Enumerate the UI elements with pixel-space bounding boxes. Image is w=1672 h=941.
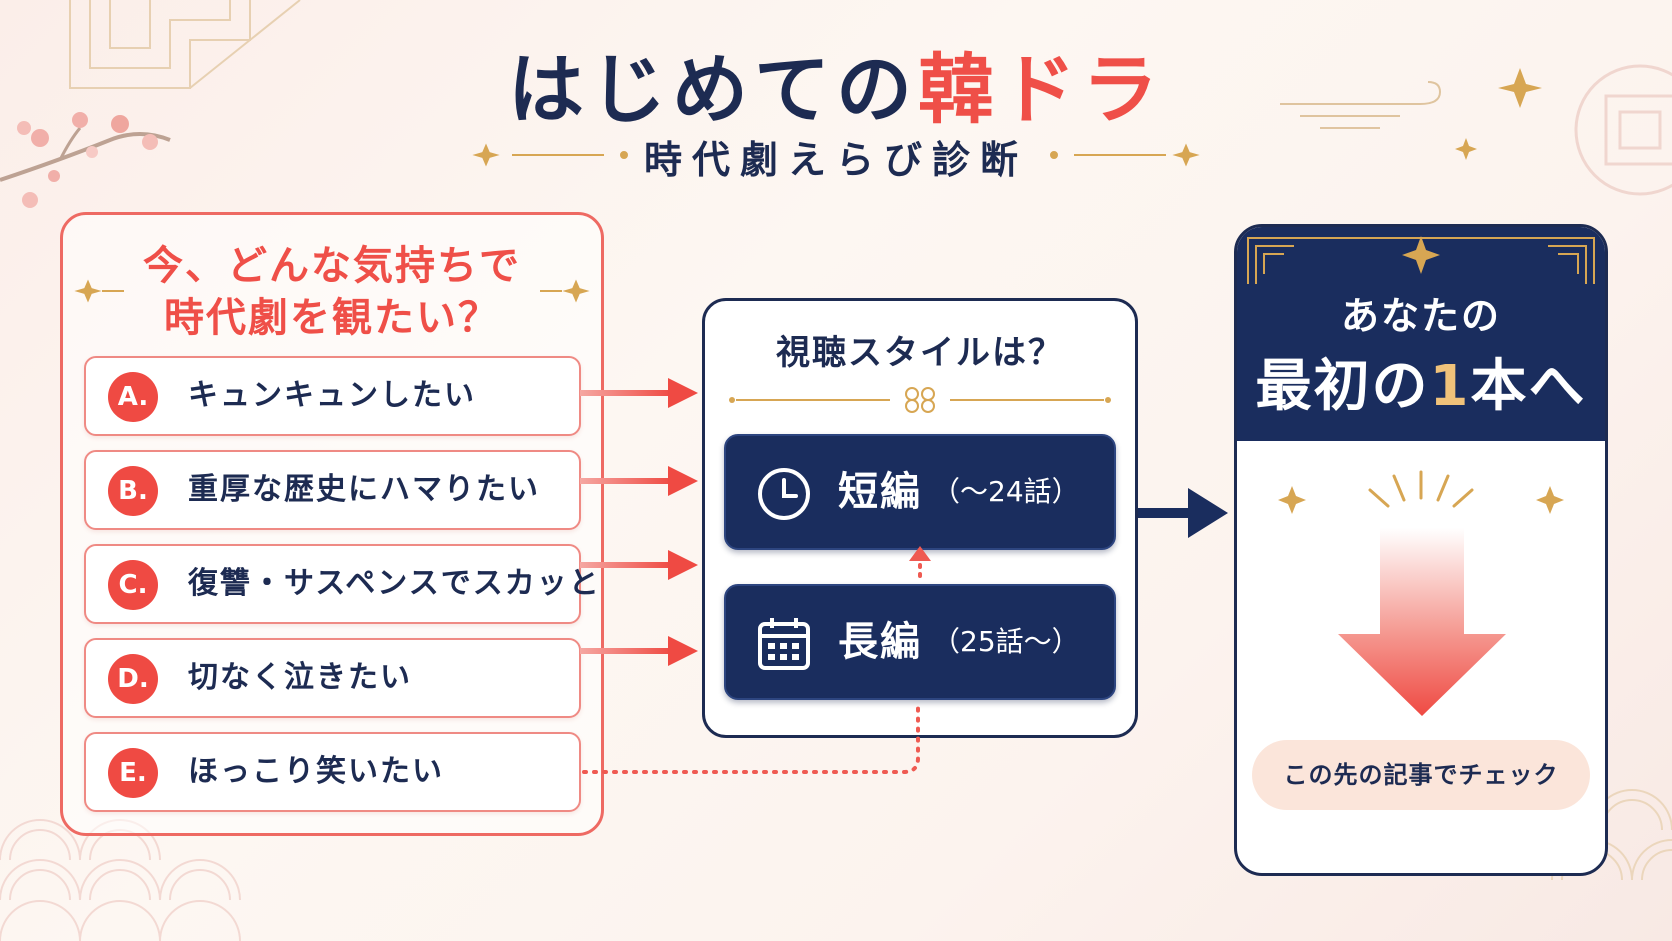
result-line2-suffix: 本へ: [1470, 354, 1587, 419]
option-badge: D.: [108, 654, 158, 704]
option-e[interactable]: E. ほっこり笑いたい: [84, 732, 581, 812]
long-series-label: 長編: [838, 619, 922, 665]
viewing-style-question: 視聴スタイルは？: [776, 333, 1064, 373]
title-accent: 韓ドラ: [918, 45, 1164, 134]
medallion-ornament: [1574, 64, 1672, 196]
option-badge: E.: [108, 748, 158, 798]
question-sparkles: [74, 279, 590, 303]
title-prefix: はじめての: [508, 45, 918, 134]
option-label: 重厚な歴史にハマりたい: [188, 472, 540, 507]
option-label: キュンキュンしたい: [188, 378, 476, 413]
short-series-label: 短編: [838, 469, 922, 515]
dotted-link-long-short: [909, 546, 931, 578]
arrow-c-to-style: [580, 550, 698, 580]
mood-question-line1: 今、どんな気持ちで: [143, 243, 521, 289]
option-label: ほっこり笑いたい: [188, 754, 444, 789]
arrow-d-to-style: [580, 636, 698, 666]
knot-divider: [729, 387, 1111, 413]
long-series-range: （25話〜）: [932, 625, 1080, 658]
option-badge: B.: [108, 466, 158, 516]
cherry-blossom-branch: [0, 112, 171, 208]
page-title: はじめての韓ドラ: [0, 40, 1672, 140]
result-line1: あなたの: [1340, 294, 1501, 338]
read-article-button[interactable]: この先の記事でチェック: [1252, 740, 1590, 810]
lattice-ornament: [69, 0, 301, 89]
option-badge: C.: [108, 560, 158, 610]
clock-icon: [758, 468, 810, 520]
mood-question: 今、どんな気持ちで 時代劇を観たい？: [60, 240, 604, 344]
result-line2: 最初の1本へ: [1234, 350, 1608, 424]
result-ornaments: [1247, 236, 1595, 514]
option-a[interactable]: A. キュンキュンしたい: [84, 356, 581, 436]
option-b[interactable]: B. 重厚な歴史にハマりたい: [84, 450, 581, 530]
mood-question-line2: 時代劇を観たい？: [164, 295, 500, 341]
short-series-range: （〜24話）: [932, 475, 1080, 508]
option-label: 復讐・サスペンスでスカッと: [188, 566, 601, 601]
down-arrow-icon: [1338, 528, 1506, 716]
option-badge: A.: [108, 372, 158, 422]
page-subtitle: 時代劇えらび診断: [643, 138, 1028, 182]
calendar-icon: [758, 618, 810, 670]
option-d[interactable]: D. 切なく泣きたい: [84, 638, 581, 718]
option-c[interactable]: C. 復讐・サスペンスでスカッと: [84, 544, 599, 624]
arrow-b-to-style: [580, 466, 698, 496]
short-series-button[interactable]: 短編 （〜24話）: [724, 434, 1116, 550]
long-series-button[interactable]: 長編 （25話〜）: [724, 584, 1116, 700]
arrow-a-to-style: [580, 378, 698, 408]
option-label: 切なく泣きたい: [188, 660, 412, 695]
result-line2-number: 1: [1429, 354, 1471, 419]
subtitle-flourish: [472, 143, 1200, 167]
cloud-ornament: [1280, 81, 1442, 129]
dotted-path-e: [582, 702, 920, 774]
result-line2-prefix: 最初の: [1255, 354, 1430, 419]
sparkle-icon: [1455, 68, 1542, 160]
arrow-style-to-result: [1138, 488, 1228, 538]
